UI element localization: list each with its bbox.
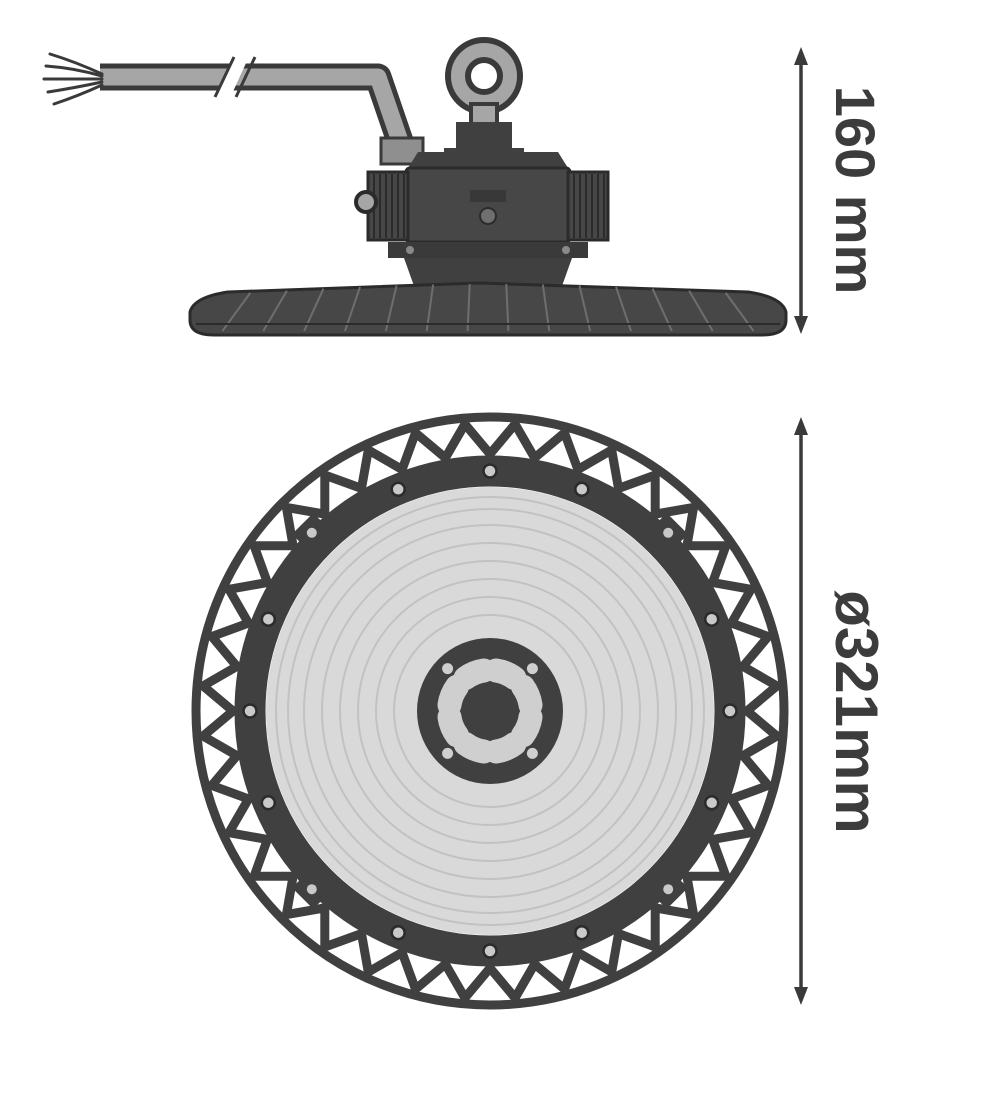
- top-view-luminaire: [191, 412, 789, 1010]
- dimension-arrows: [794, 47, 808, 1005]
- diameter-dimension-label: ø321mm: [823, 590, 890, 833]
- height-dimension-label: 160 mm: [824, 86, 887, 295]
- side-view-luminaire: [42, 37, 788, 337]
